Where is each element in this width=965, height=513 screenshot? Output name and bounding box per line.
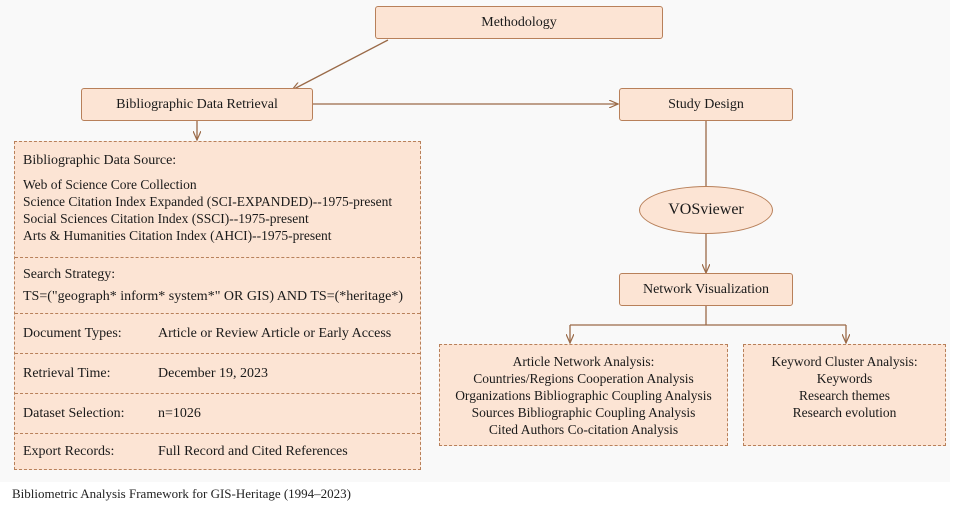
retrieval-node: Bibliographic Data Retrieval: [81, 88, 313, 121]
article-analysis-title: Article Network Analysis:: [512, 354, 655, 369]
article-analysis-item: Countries/Regions Cooperation Analysis: [473, 371, 694, 386]
row-value: December 19, 2023: [158, 366, 269, 381]
source-line: Science Citation Index Expanded (SCI-EXP…: [23, 194, 393, 209]
dataset-selection-row: Dataset Selection: n=1026: [15, 393, 420, 433]
article-analysis-item: Sources Bibliographic Coupling Analysis: [471, 405, 696, 420]
article-analysis-item: Cited Authors Co-citation Analysis: [488, 422, 679, 437]
methodology-node: Methodology: [375, 6, 663, 39]
source-section: Bibliographic Data Source: Web of Scienc…: [15, 142, 420, 257]
row-value: n=1026: [158, 406, 201, 421]
retrieval-label: Bibliographic Data Retrieval: [116, 96, 278, 112]
study-design-node: Study Design: [619, 88, 793, 121]
export-records-row: Export Records: Full Record and Cited Ref…: [15, 433, 420, 469]
methodology-label: Methodology: [481, 14, 557, 30]
article-analysis-item: Organizations Bibliographic Coupling Ana…: [455, 388, 712, 403]
keyword-cluster-analysis-box: Keyword Cluster Analysis: Keywords Resea…: [743, 344, 946, 446]
search-section: Search Strategy: TS=("geograph* inform* …: [15, 257, 420, 313]
figure-caption: Bibliometric Analysis Framework for GIS-…: [12, 486, 352, 501]
search-query: TS=("geograph* inform* system*" OR GIS) …: [23, 289, 404, 304]
row-key: Document Types:: [23, 326, 122, 341]
vosviewer-node: VOSviewer: [639, 186, 773, 234]
arrow-methodology-retrieval: [292, 39, 389, 90]
source-title: Bibliographic Data Source:: [23, 153, 177, 168]
row-key: Export Records:: [23, 444, 115, 459]
study-design-label: Study Design: [668, 96, 744, 112]
data-source-panel: Bibliographic Data Source: Web of Scienc…: [14, 141, 421, 470]
row-value: Article or Review Article or Early Acces…: [158, 326, 392, 341]
row-key: Retrieval Time:: [23, 366, 111, 381]
search-title: Search Strategy:: [23, 267, 116, 282]
source-line: Web of Science Core Collection: [23, 177, 197, 192]
keyword-analysis-item: Research themes: [798, 388, 891, 403]
document-types-row: Document Types: Article or Review Article…: [15, 313, 420, 353]
retrieval-time-row: Retrieval Time: December 19, 2023: [15, 353, 420, 393]
network-visualization-node: Network Visualization: [619, 273, 793, 306]
connector-lines: [0, 39, 950, 482]
source-line: Arts & Humanities Citation Index (AHCI)-…: [23, 228, 332, 243]
row-value: Full Record and Cited References: [158, 444, 348, 459]
source-line: Social Sciences Citation Index (SSCI)--1…: [23, 211, 309, 226]
row-key: Dataset Selection:: [23, 406, 125, 421]
vosviewer-label: VOSviewer: [668, 201, 744, 218]
keyword-analysis-item: Research evolution: [792, 405, 897, 420]
diagram-canvas: Methodology Bibliographic Data Retrieval…: [0, 6, 950, 482]
keyword-analysis-title: Keyword Cluster Analysis:: [771, 354, 918, 369]
keyword-analysis-item: Keywords: [816, 371, 873, 386]
article-network-analysis-box: Article Network Analysis: Countries/Regi…: [439, 344, 728, 446]
network-visualization-label: Network Visualization: [642, 281, 770, 297]
